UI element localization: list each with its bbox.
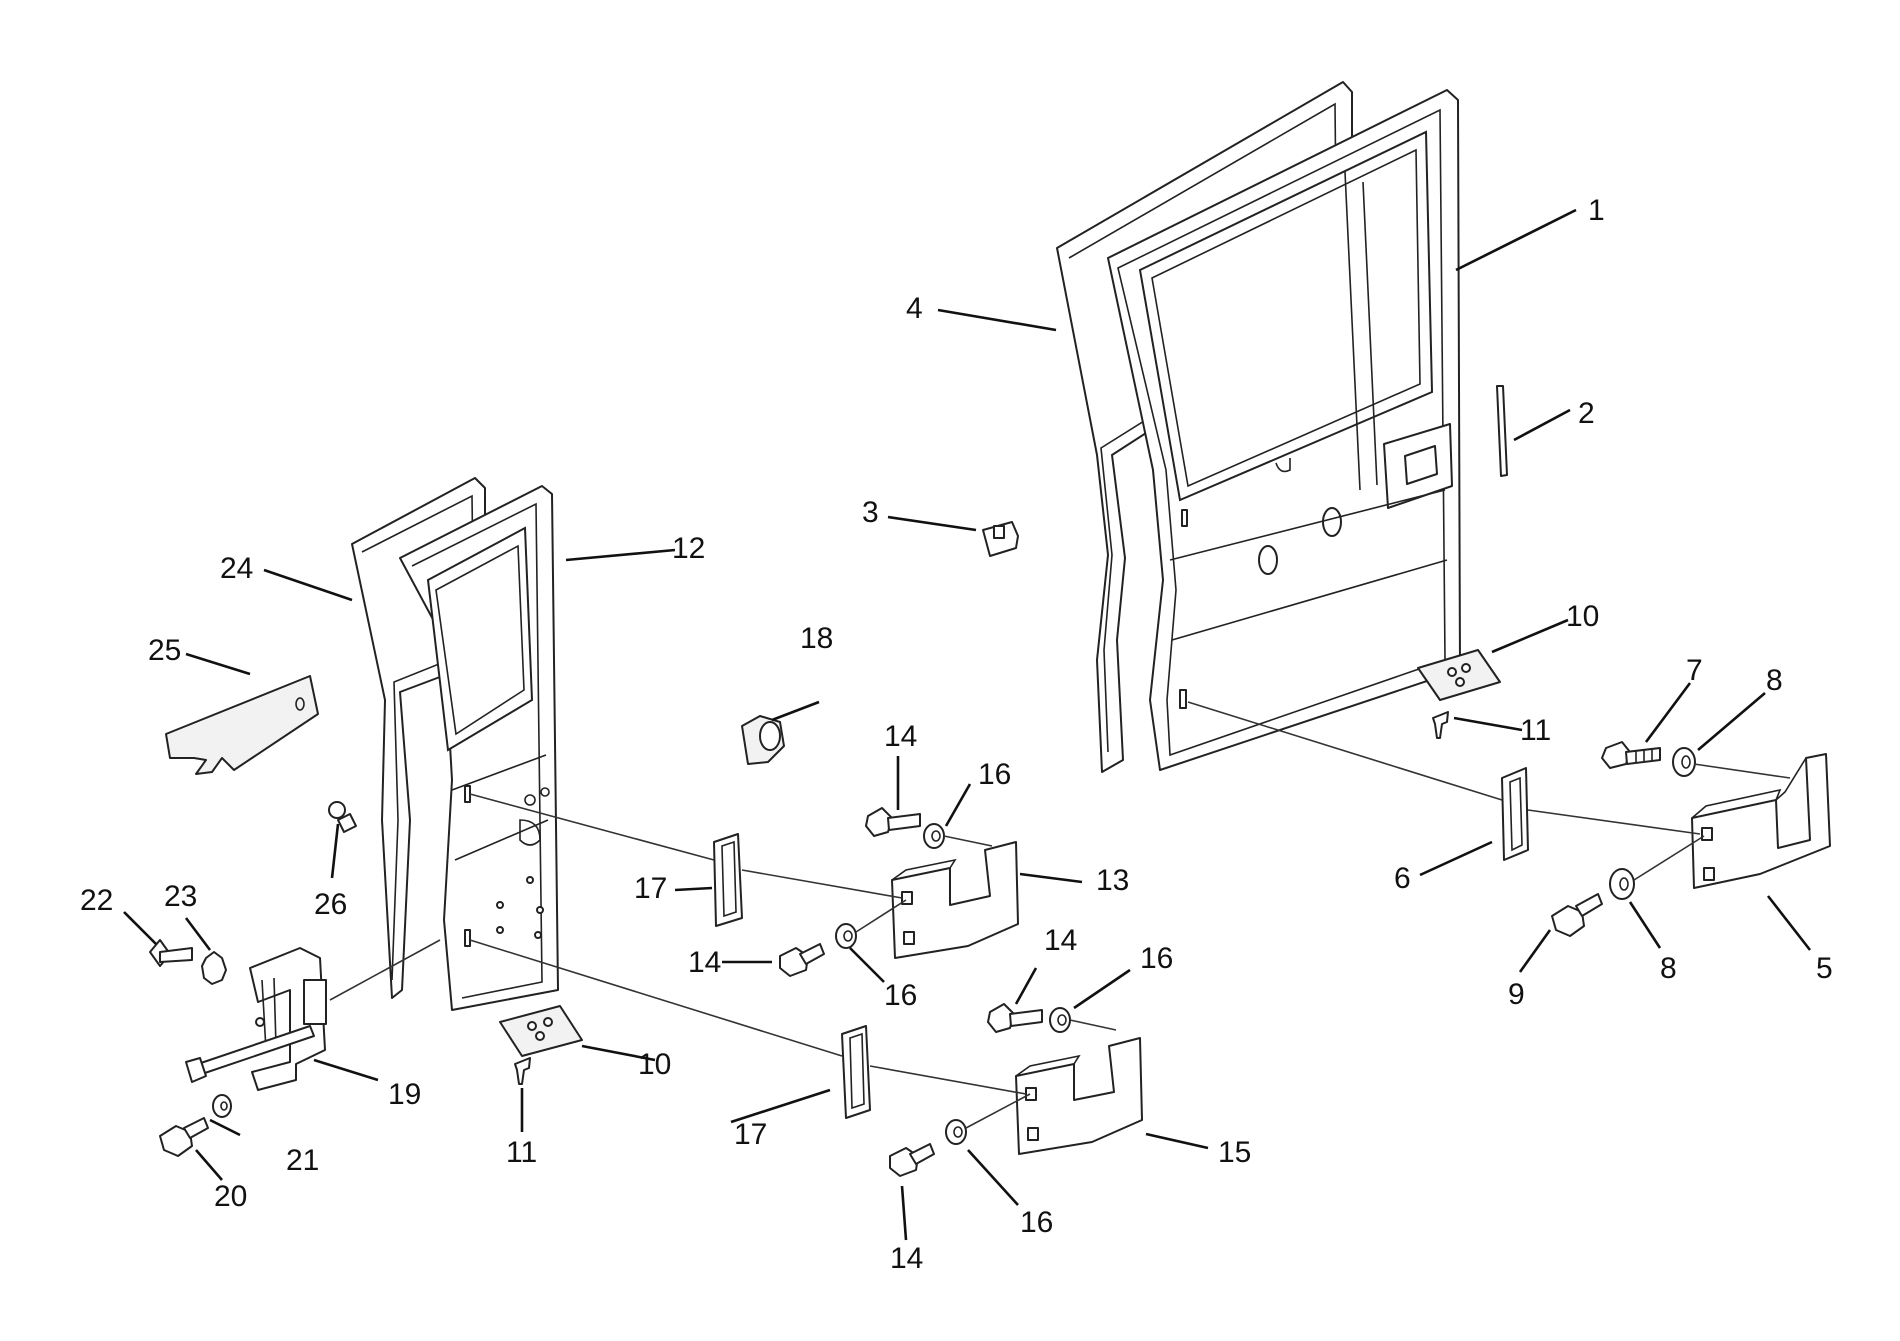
callout-22: 22 — [80, 884, 113, 917]
callout-16-a: 16 — [978, 758, 1011, 791]
bolt-9 — [1551, 893, 1603, 937]
callout-3: 3 — [862, 496, 879, 529]
rear-door-1 — [1107, 89, 1461, 771]
bolt-7 — [1601, 741, 1661, 769]
callout-9: 9 — [1508, 978, 1525, 1011]
screw-22 — [149, 939, 193, 967]
callout-8-upper: 8 — [1766, 664, 1783, 697]
callout-25: 25 — [148, 634, 181, 667]
washer-16-d — [945, 1119, 967, 1145]
callout-17-a: 17 — [634, 872, 667, 905]
check-strap-19 — [185, 947, 327, 1091]
washer-23 — [201, 951, 227, 985]
washer-16-a — [923, 823, 945, 849]
check-plate-10-upper — [1417, 649, 1501, 701]
callout-11-lower: 11 — [506, 1136, 537, 1169]
washer-16-b — [835, 923, 857, 949]
bolt-14-a — [865, 807, 921, 837]
screw-11-lower — [514, 1057, 531, 1085]
bolt-14-d — [889, 1143, 935, 1177]
callout-labels: 1 2 3 4 5 6 7 8 8 9 10 10 11 11 12 13 14… — [80, 194, 1833, 1275]
gasket-17-lower — [841, 1025, 871, 1119]
callout-19: 19 — [388, 1078, 421, 1111]
gasket-17-upper — [713, 833, 743, 927]
leader-lines — [123, 208, 1812, 1241]
gasket-6 — [1501, 767, 1529, 861]
callout-6: 6 — [1394, 862, 1411, 895]
side-door-12 — [399, 485, 559, 1011]
bump-stop-18 — [741, 715, 785, 765]
bolt-20 — [159, 1117, 209, 1157]
callout-20: 20 — [214, 1180, 247, 1213]
bolt-14-b — [779, 943, 825, 977]
hinge-5 — [1691, 753, 1831, 889]
callout-26: 26 — [314, 888, 347, 921]
callout-10-lower: 10 — [638, 1048, 671, 1081]
callout-24: 24 — [220, 552, 253, 585]
seal-strip-2 — [1496, 385, 1508, 477]
callout-23: 23 — [164, 880, 197, 913]
callout-5: 5 — [1816, 952, 1833, 985]
assembly-lines — [329, 701, 1791, 1129]
washer-16-c — [1049, 1007, 1071, 1033]
catch-26 — [328, 801, 357, 833]
callout-16-b: 16 — [884, 979, 917, 1012]
callout-14-d: 14 — [890, 1242, 923, 1275]
bracket-25 — [165, 675, 319, 775]
bracket-3 — [982, 521, 1019, 557]
callout-13: 13 — [1096, 864, 1129, 897]
callout-14-b: 14 — [688, 946, 721, 979]
washer-21 — [212, 1094, 232, 1118]
check-plate-10-lower — [499, 1005, 583, 1057]
callout-8-lower: 8 — [1660, 952, 1677, 985]
washer-8-lower — [1609, 868, 1635, 900]
hinge-15 — [1015, 1037, 1143, 1155]
callout-14-c: 14 — [1044, 924, 1077, 957]
hinge-13 — [891, 841, 1019, 959]
callout-21: 21 — [286, 1144, 319, 1177]
callout-4: 4 — [906, 292, 923, 325]
bolt-14-c — [987, 1003, 1043, 1033]
callout-2: 2 — [1578, 397, 1595, 430]
callout-15: 15 — [1218, 1136, 1251, 1169]
callout-17-b: 17 — [734, 1118, 767, 1151]
screw-11-upper — [1432, 711, 1449, 739]
callout-16-d: 16 — [1020, 1206, 1053, 1239]
callout-18: 18 — [800, 622, 833, 655]
callout-10-upper: 10 — [1566, 600, 1599, 633]
callout-11-upper: 11 — [1520, 714, 1551, 747]
callout-7: 7 — [1686, 654, 1703, 687]
callout-12: 12 — [672, 532, 705, 565]
callout-14-a: 14 — [884, 720, 917, 753]
callout-1: 1 — [1588, 194, 1605, 227]
callout-16-c: 16 — [1140, 942, 1173, 975]
washer-8-upper — [1672, 747, 1696, 777]
